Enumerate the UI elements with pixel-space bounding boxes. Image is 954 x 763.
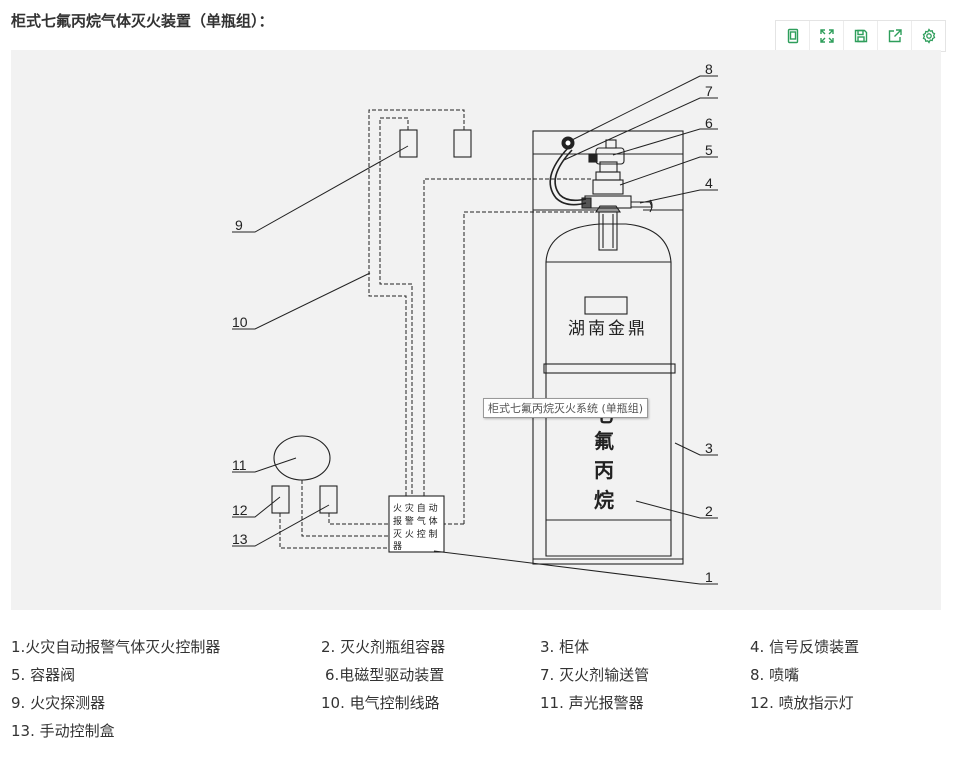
legend-row: 5. 容器阀 6.电磁型驱动装置 7. 灭火剂输送管 8. 喷嘴: [11, 664, 941, 692]
bookmark-button[interactable]: [776, 21, 809, 51]
cylinder-brand: 湖南金鼎: [568, 319, 648, 339]
legend-item: 12. 喷放指示灯: [750, 694, 854, 712]
legend-row: 1.火灾自动报警气体灭火控制器 2. 灭火剂瓶组容器 3. 柜体 4. 信号反馈…: [11, 636, 941, 664]
controller-text-line4: 器: [393, 541, 402, 552]
image-tooltip: 柜式七氟丙烷灭火系统 (单瓶组): [483, 398, 649, 418]
cylinder-agent-char-3: 丙: [594, 458, 614, 482]
fire-detectors: [399, 129, 472, 158]
callout-13: 13: [232, 531, 248, 547]
legend-item: 4. 信号反馈装置: [750, 638, 860, 656]
legend-item: 6.电磁型驱动装置: [325, 666, 445, 684]
figure-toolbar: [775, 20, 946, 52]
callout-2: 2: [705, 503, 713, 519]
callout-1: 1: [705, 569, 713, 585]
legend-item: 3. 柜体: [540, 638, 590, 656]
callout-7: 7: [705, 83, 713, 99]
settings-button[interactable]: [911, 21, 945, 51]
legend-row: 9. 火灾探测器 10. 电气控制线路 11. 声光报警器 12. 喷放指示灯: [11, 692, 941, 720]
nozzle: [561, 136, 575, 150]
save-button[interactable]: [843, 21, 877, 51]
extinguisher-diagram: 湖南金鼎 七 氟 丙 烷 火 灾 自 动 报 警 气 体 灭 火 控 制 器: [232, 61, 718, 585]
cylinder-agent-char-2: 氟: [594, 429, 614, 453]
save-icon: [854, 29, 867, 43]
callout-5: 5: [705, 142, 713, 158]
settings-icon: [922, 28, 935, 44]
legend-item: 9. 火灾探测器: [11, 694, 106, 712]
callout-8: 8: [705, 61, 713, 77]
callout-leaders: [232, 75, 718, 585]
valve-assembly: [581, 139, 653, 213]
callout-6: 6: [705, 115, 713, 131]
controller-box: 火 灾 自 动 报 警 气 体 灭 火 控 制 器: [388, 495, 445, 553]
legend-item: 11. 声光报警器: [540, 694, 644, 712]
callout-12: 12: [232, 502, 248, 518]
legend-item: 8. 喷嘴: [750, 666, 800, 684]
legend-item: 1.火灾自动报警气体灭火控制器: [11, 638, 221, 656]
legend-item: 13. 手动控制盒: [11, 722, 115, 740]
callout-4: 4: [705, 175, 713, 191]
legend-item: 5. 容器阀: [11, 666, 76, 684]
page-title: 柜式七氟丙烷气体灭火装置（单瓶组）：: [11, 12, 274, 30]
fullscreen-icon: [819, 29, 834, 43]
callout-labels: 1 2 3 4 5 6 7 8 9 10 11 12 13: [232, 61, 713, 585]
legend-item: 10. 电气控制线路: [321, 694, 440, 712]
share-button[interactable]: [877, 21, 911, 51]
share-icon: [888, 29, 902, 43]
callout-11: 11: [232, 457, 247, 473]
field-devices: [271, 435, 338, 514]
bookmark-icon: [787, 28, 798, 44]
legend: 1.火灾自动报警气体灭火控制器 2. 灭火剂瓶组容器 3. 柜体 4. 信号反馈…: [11, 636, 941, 748]
diagram-figure: 湖南金鼎 七 氟 丙 烷 火 灾 自 动 报 警 气 体 灭 火 控 制 器: [11, 50, 941, 610]
discharge-pipe: [549, 147, 587, 206]
callout-10: 10: [232, 314, 248, 330]
legend-item: 2. 灭火剂瓶组容器: [321, 638, 446, 656]
legend-row: 13. 手动控制盒: [11, 720, 941, 748]
cabinet: [532, 130, 684, 565]
controller-text-line1: 火 灾 自 动: [393, 502, 438, 514]
controller-text-line3: 灭 火 控 制: [393, 528, 438, 540]
control-wiring: [279, 109, 594, 549]
callout-9: 9: [235, 217, 243, 233]
fullscreen-button[interactable]: [809, 21, 843, 51]
callout-3: 3: [705, 440, 713, 456]
legend-item: 7. 灭火剂输送管: [540, 666, 650, 684]
cylinder-agent-char-4: 烷: [594, 488, 614, 512]
controller-text-line2: 报 警 气 体: [393, 515, 438, 527]
